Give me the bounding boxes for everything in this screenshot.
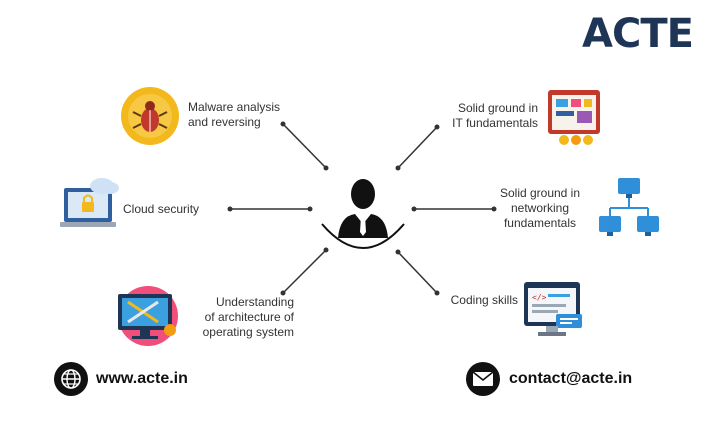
code-window-icon: </> bbox=[524, 282, 582, 336]
skill-label-malware: Malware analysis and reversing bbox=[188, 100, 280, 130]
skill-label-line: Solid ground in bbox=[499, 186, 581, 200]
skill-label-line: fundamentals bbox=[503, 216, 577, 230]
skill-label-os: Understanding of architecture of operati… bbox=[182, 295, 294, 340]
skill-label-line: Coding skills bbox=[450, 293, 518, 307]
dashboard-icon bbox=[548, 90, 600, 145]
person-silhouette-icon bbox=[321, 179, 405, 249]
skill-label-line: and reversing bbox=[188, 115, 261, 129]
skill-label-line: of architecture of bbox=[204, 310, 294, 324]
skill-label-line: Solid ground in bbox=[457, 101, 538, 115]
cloud-lock-icon bbox=[60, 178, 119, 227]
skill-label-line: Malware analysis bbox=[188, 100, 281, 114]
skill-label-it: Solid ground in IT fundamentals bbox=[430, 101, 538, 131]
skill-label-line: operating system bbox=[202, 325, 294, 339]
skill-label-line: IT fundamentals bbox=[452, 116, 538, 130]
skill-label-cloud: Cloud security bbox=[123, 202, 199, 217]
website-link[interactable]: www.acte.in bbox=[96, 370, 188, 387]
skill-label-line: Understanding bbox=[215, 295, 294, 309]
monitor-tools-icon bbox=[118, 286, 178, 346]
acte-logo: ACTE bbox=[582, 11, 694, 57]
skill-label-line: networking bbox=[510, 201, 570, 215]
skill-label-network: Solid ground in networking fundamentals bbox=[488, 186, 592, 231]
skill-label-coding: Coding skills bbox=[430, 293, 518, 308]
svg-text:</>: </> bbox=[532, 293, 547, 302]
email-link[interactable]: contact@acte.in bbox=[509, 370, 633, 387]
skill-label-line: Cloud security bbox=[123, 202, 200, 216]
envelope-icon bbox=[466, 362, 500, 396]
globe-icon bbox=[54, 362, 88, 396]
network-icon bbox=[599, 178, 659, 236]
bug-icon bbox=[121, 87, 179, 145]
